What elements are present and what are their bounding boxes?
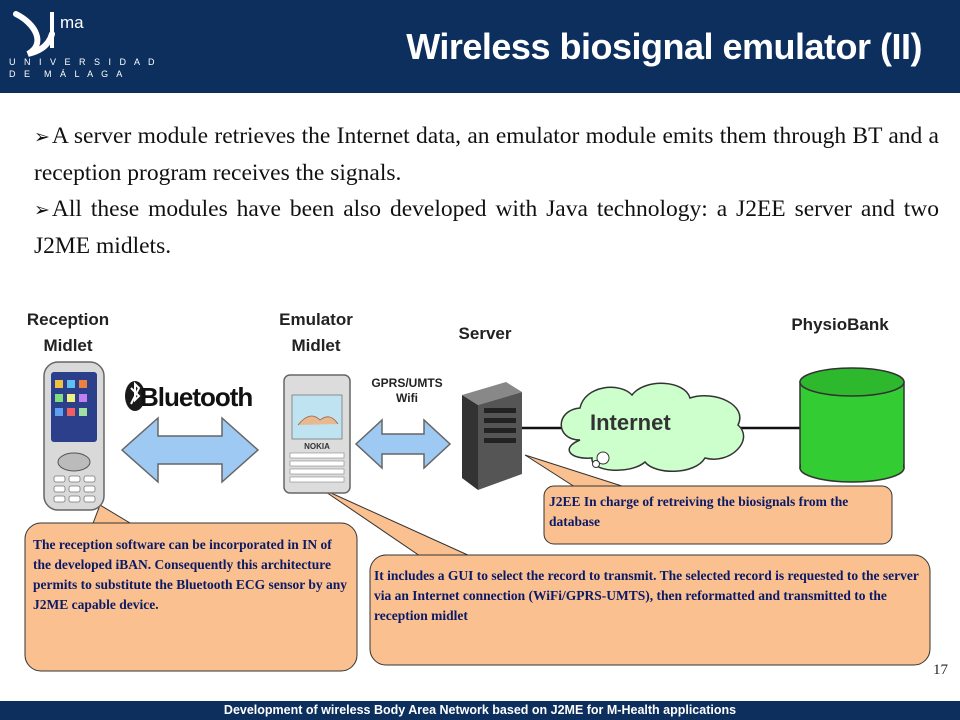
gui-callout-text: It includes a GUI to select the record t… (374, 568, 919, 623)
university-logo-icon: ma (13, 11, 84, 57)
logo-line-2: D E M Á L A G A (9, 69, 126, 79)
page-number: 17 (933, 662, 948, 678)
arrow-bullet-icon: ➢ (34, 126, 50, 148)
footer-bar: Development of wireless Body Area Networ… (0, 701, 960, 720)
emulator-midlet-label: Emulator Midlet (279, 310, 353, 355)
reception-phone-icon (43, 361, 105, 511)
gprs-umts-wifi-label: GPRS/UMTS Wifi (371, 376, 443, 405)
server-tower-icon (462, 382, 522, 490)
bluetooth-logo-icon (125, 381, 145, 411)
logo-mark: ma (60, 13, 84, 32)
page-title: Wireless biosignal emulator (II) (406, 26, 922, 67)
reception-callout (24, 522, 358, 672)
logo-line-1: U N I V E R S I D A D (9, 57, 158, 67)
arrow-bullet-icon: ➢ (34, 199, 50, 221)
physiobank-label: PhysioBank (791, 315, 889, 334)
emulator-phone-icon: NOKIA (283, 374, 351, 494)
server-label: Server (458, 324, 512, 343)
nokia-brand: NOKIA (304, 442, 330, 451)
internet-cloud-icon (560, 382, 745, 473)
j2ee-callout-text: J2EE In charge of retreiving the biosign… (549, 494, 849, 529)
internet-label: Internet (590, 410, 671, 435)
bullet-item: ➢A server module retrieves the Internet … (34, 123, 939, 186)
bluetooth-double-arrow (120, 416, 260, 484)
gprs-double-arrow (354, 418, 452, 470)
bluetooth-wordmark: Bluetooth (140, 382, 253, 412)
reception-callout-text: The reception software can be incorporat… (33, 537, 348, 612)
bullet-item: ➢All these modules have been also develo… (34, 196, 939, 259)
gui-callout (369, 554, 931, 666)
physiobank-database-icon (799, 367, 905, 483)
reception-midlet-label: Reception Midlet (26, 310, 110, 355)
bullet-list: ➢A server module retrieves the Internet … (34, 118, 939, 264)
j2ee-callout (543, 485, 893, 545)
